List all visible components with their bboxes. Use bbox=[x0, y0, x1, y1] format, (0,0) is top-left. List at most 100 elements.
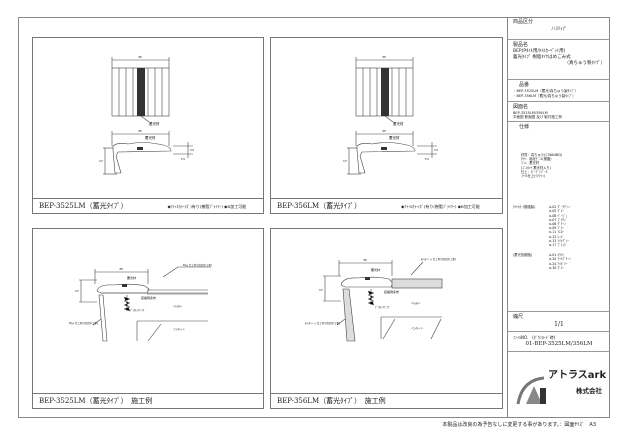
label-mortar: <ﾓﾙﾀﾙ> bbox=[173, 304, 182, 308]
drawing-name-1: BEP-3525LM/356LM bbox=[513, 111, 548, 115]
color-list-2: (蓄光色樹脂) a-01 ﾎﾜｲﾄ a-20 ﾗｲﾄｸﾞﾘｰﾝ a-24 ｱｲﾎ… bbox=[513, 253, 605, 270]
dim-width: 35 bbox=[119, 267, 123, 271]
color-option: a-24 ｱｲﾎﾞﾘｰ bbox=[549, 261, 568, 266]
dim-width: 35 bbox=[382, 129, 386, 133]
part-1: ・BEP-3525LM（蓄光/真ちゅう製ﾀｲﾌﾟ） bbox=[513, 89, 578, 93]
panel-title: BEP-3525LM（蓄光ﾀｲﾌﾟ） ◆ｱﾃｨﾙｶﾗｰ(ﾎﾞ)有り(樹脂ﾌﾟﾗｲﾏ… bbox=[33, 198, 263, 213]
color-option: a-13 ﾗｲﾄｸﾞﾚｰ bbox=[549, 238, 569, 243]
scale-cell: 縮尺 1/1 bbox=[508, 312, 610, 332]
company-suffix: 株式会社 bbox=[576, 387, 602, 395]
panel-title-text: BEP-3525LM（蓄光ﾀｲﾌﾟ） bbox=[39, 202, 128, 210]
product-cell: 製品名 BEP(Pﾀｲﾙ用/ﾀｲﾙｶｰﾍﾟｯﾄ用) 蓄光ﾀｲﾌﾟ 樹脂ﾀｲﾔはめ… bbox=[508, 40, 610, 80]
drawing-install-2: 35 17 蓄光材 接着剤塗布 ﾌﾟﾗｽﾁｯｸﾌﾟﾗｸﾞ ﾀｲﾙｶｰﾍﾟｯﾄ 仕… bbox=[305, 257, 456, 342]
label-plug: ﾌﾟﾗｽﾁｯｸﾌﾟﾗｸﾞ bbox=[375, 305, 390, 309]
file-cell: ﾌｧｲﾙNO. (ﾀﾞｳﾝﾛｰﾄﾞ時) 01-BEP-3525LM/356LM bbox=[508, 332, 610, 352]
panel-bep-3525lm-install: 35 17 蓄光材 接着剤塗布 ﾌﾟﾗｽﾁｯｸﾌﾟﾗｸﾞ Pﾀｲﾙ 仕上材 (指… bbox=[32, 228, 264, 409]
spec-line: (ｺﾞﾑﾀｲﾔ 蓄光材入り) bbox=[521, 165, 551, 170]
dim-width: 35 bbox=[138, 129, 142, 133]
label-mortar: <ﾓﾙﾀﾙ> bbox=[411, 301, 420, 305]
color-option: a-17 ﾌﾞﾗｯｸ bbox=[549, 243, 566, 248]
scale-value: 1/1 bbox=[554, 321, 564, 328]
color-option: a-01 ﾎﾜｲﾄ bbox=[549, 253, 565, 258]
file-label: ﾌｧｲﾙNO. (ﾀﾞｳﾝﾛｰﾄﾞ時) bbox=[513, 335, 556, 340]
label-concrete: <ｺﾝｸﾘｰﾄ> bbox=[173, 327, 185, 331]
color-option: a-09 ﾌﾞﾙｰ bbox=[549, 226, 565, 231]
panel-bep-3525lm-plan: 35 35 蓄光材 蓄光材 17 3.5 5.5 BEP-3525LM（蓄光ﾀｲ… bbox=[32, 37, 264, 214]
spec-line: ﾌｧｲﾙ仕上(ﾍｱﾗｲﾝ) bbox=[521, 174, 546, 179]
dim-b: 5.5 bbox=[425, 157, 429, 161]
label-luminous: 蓄光材 bbox=[127, 275, 136, 280]
logo-cell: アトラスark 株式会社 bbox=[508, 352, 610, 418]
company-logo-icon bbox=[516, 376, 546, 405]
color-option: a-02 ﾀﾞｰｸｸﾞﾚｰ bbox=[549, 205, 571, 210]
color-option: a-30 ｸﾞﾚｰ bbox=[549, 265, 565, 270]
panel-bep-356lm-install: 35 17 蓄光材 接着剤塗布 ﾌﾟﾗｽﾁｯｸﾌﾟﾗｸﾞ ﾀｲﾙｶｰﾍﾟｯﾄ 仕… bbox=[270, 228, 503, 409]
color-list-label: ﾀｲﾔｶﾗｰ(樹脂製) bbox=[513, 205, 536, 210]
label-luminous: 蓄光材 bbox=[393, 121, 404, 126]
product-name-2: 蓄光ﾀｲﾌﾟ 樹脂ﾀｲﾔはめこみ式 bbox=[513, 55, 571, 60]
scale-label: 縮尺 bbox=[513, 314, 524, 320]
product-label: 製品名 bbox=[513, 42, 529, 48]
drawing-plan-section-1: 35 35 蓄光材 蓄光材 17 3.5 5.5 bbox=[99, 55, 194, 175]
panel-title: BEP-3525LM（蓄光ﾀｲﾌﾟ） 施工例 bbox=[33, 393, 263, 408]
panel-bep-356lm-plan: 35 35 蓄光材 蓄光材 17 3.5 5.5 BEP-356LM（蓄光ﾀｲﾌ… bbox=[270, 37, 503, 214]
panel-note: ◆ｱﾃｨﾙｶﾗｰ(ﾎﾞ)有り(樹脂ﾌﾟﾗｲﾏｰ) ◆R加工可能 bbox=[401, 204, 480, 209]
label-finish-riser: ﾀｲﾙｶｰﾍﾟｯﾄ 仕上材 (指定外工事) bbox=[305, 321, 340, 325]
label-luminous: 蓄光材 bbox=[145, 135, 156, 140]
dim-width: 35 bbox=[138, 55, 142, 59]
category-value: ﾉﾝｽﾘｯﾌﾟ bbox=[551, 27, 567, 32]
drawing-name-2: 平面図 断面図 及び 取付施工例 bbox=[513, 115, 562, 119]
category-label: 商品区分 bbox=[513, 19, 534, 25]
title-block: 商品区分 ﾉﾝｽﾘｯﾌﾟ 製品名 BEP(Pﾀｲﾙ用/ﾀｲﾙｶｰﾍﾟｯﾄ用) 蓄… bbox=[507, 17, 610, 418]
category-cell: 商品区分 ﾉﾝｽﾘｯﾌﾟ bbox=[508, 17, 610, 40]
color-option: a-12 ﾚｯﾄﾞ bbox=[549, 234, 565, 239]
part-cell: 品番 ・BEP-3525LM（蓄光/真ちゅう製ﾀｲﾌﾟ） ・BEP-356LM（… bbox=[508, 80, 610, 102]
color-option: a-20 ﾗｲﾄｸﾞﾘｰﾝ bbox=[549, 257, 571, 262]
spec-lines: 材質：真ちゅう(C3604BD) ﾀｲﾔ：塩化ﾋﾞﾆﾙ(樹脂) ｺﾞﾑ：蓄光材 … bbox=[521, 153, 605, 178]
color-list-1: ﾀｲﾔｶﾗｰ(樹脂製) a-02 ﾀﾞｰｸｸﾞﾚｰ a-05 ｸﾞﾚｰ a-06… bbox=[513, 205, 605, 247]
color-option: a-06 ﾍﾞｰｼﾞｭ bbox=[549, 213, 568, 218]
part-2: ・BEP-356LM（蓄光/真ちゅう製ﾀｲﾌﾟ） bbox=[513, 93, 576, 98]
drawing-frame bbox=[18, 17, 610, 418]
label-finish-top: Pﾀｲﾙ 仕上材 (指定外工事) bbox=[183, 263, 212, 267]
dim-b: 5.5 bbox=[181, 157, 185, 161]
panel-title: BEP-356LM（蓄光ﾀｲﾌﾟ） ◆ｱﾃｨﾙｶﾗｰ(ﾎﾞ)有り(樹脂ﾌﾟﾗｲﾏｰ… bbox=[271, 198, 502, 213]
dim-width: 35 bbox=[363, 258, 367, 262]
label-luminous: 蓄光材 bbox=[149, 121, 160, 126]
dim-height: 17 bbox=[343, 159, 347, 163]
dim-a: 3.5 bbox=[434, 148, 438, 152]
panel-title: BEP-356LM（蓄光ﾀｲﾌﾟ） 施工例 bbox=[271, 393, 502, 408]
drawing-label: 図面名 bbox=[513, 104, 529, 110]
panel-title-text: BEP-356LM（蓄光ﾀｲﾌﾟ） bbox=[277, 202, 362, 210]
drawing-plan-section-2: 35 35 蓄光材 蓄光材 17 3.5 5.5 bbox=[343, 55, 438, 175]
dim-height: 17 bbox=[319, 288, 323, 292]
dim-height: 17 bbox=[99, 159, 103, 163]
label-adhesive: 接着剤塗布 bbox=[384, 289, 399, 294]
label-luminous: 蓄光材 bbox=[371, 267, 380, 272]
color-option: a-07 ﾌﾞﾗｳﾝ bbox=[549, 217, 566, 222]
dim-height: 17 bbox=[75, 289, 79, 293]
product-name-1: BEP(Pﾀｲﾙ用/ﾀｲﾙｶｰﾍﾟｯﾄ用) bbox=[513, 49, 566, 54]
part-label: 品番 bbox=[519, 82, 530, 88]
spec-cell: 仕様 材質：真ちゅう(C3604BD) ﾀｲﾔ：塩化ﾋﾞﾆﾙ(樹脂) ｺﾞﾑ：蓄… bbox=[508, 122, 610, 312]
panel-note: ◆ｱﾃｨﾙｶﾗｰ(ﾎﾞ)有り(樹脂ﾌﾟﾗｲﾏｰ) ◆R加工可能 bbox=[167, 204, 247, 209]
label-finish-top: ﾀｲﾙｶｰﾍﾟｯﾄ 仕上材 (指定外工事) bbox=[421, 257, 456, 261]
color-list-label: (蓄光色樹脂) bbox=[513, 253, 533, 258]
color-option: a-08 ｸﾞﾘｰﾝ bbox=[549, 222, 566, 227]
spec-line: ﾀｲﾔ：塩化ﾋﾞﾆﾙ(樹脂) bbox=[521, 157, 552, 162]
color-option: a-05 ｸﾞﾚｰ bbox=[549, 209, 565, 214]
file-number: 01-BEP-3525LM/356LM bbox=[525, 341, 593, 347]
label-plug: ﾌﾟﾗｽﾁｯｸﾌﾟﾗｸﾞ bbox=[130, 308, 145, 312]
spec-line: 仕上：ｶﾞｰﾃﾞﾝｿﾞｰﾙ bbox=[521, 169, 548, 174]
drawing-cell: 図面名 BEP-3525LM/356LM 平面図 断面図 及び 取付施工例 bbox=[508, 102, 610, 122]
color-option: a-11 ｲｴﾛｰ bbox=[549, 230, 565, 235]
drawing-install-1: 35 17 蓄光材 接着剤塗布 ﾌﾟﾗｽﾁｯｸﾌﾟﾗｸﾞ Pﾀｲﾙ 仕上材 (指… bbox=[69, 263, 212, 342]
dim-a: 3.5 bbox=[190, 148, 194, 152]
label-concrete: <ｺﾝｸﾘｰﾄ> bbox=[411, 326, 423, 330]
product-name-3: （真ちゅう製ﾀｲﾌﾟ） bbox=[564, 61, 606, 66]
spec-label: 仕様 bbox=[519, 124, 530, 130]
spec-line: 材質：真ちゅう(C3604BD) bbox=[521, 153, 563, 157]
dim-width: 35 bbox=[382, 55, 386, 59]
label-finish-riser: Pﾀｲﾙ 仕上材 (指定外工事) bbox=[69, 321, 98, 325]
label-adhesive: 接着剤塗布 bbox=[141, 295, 156, 300]
